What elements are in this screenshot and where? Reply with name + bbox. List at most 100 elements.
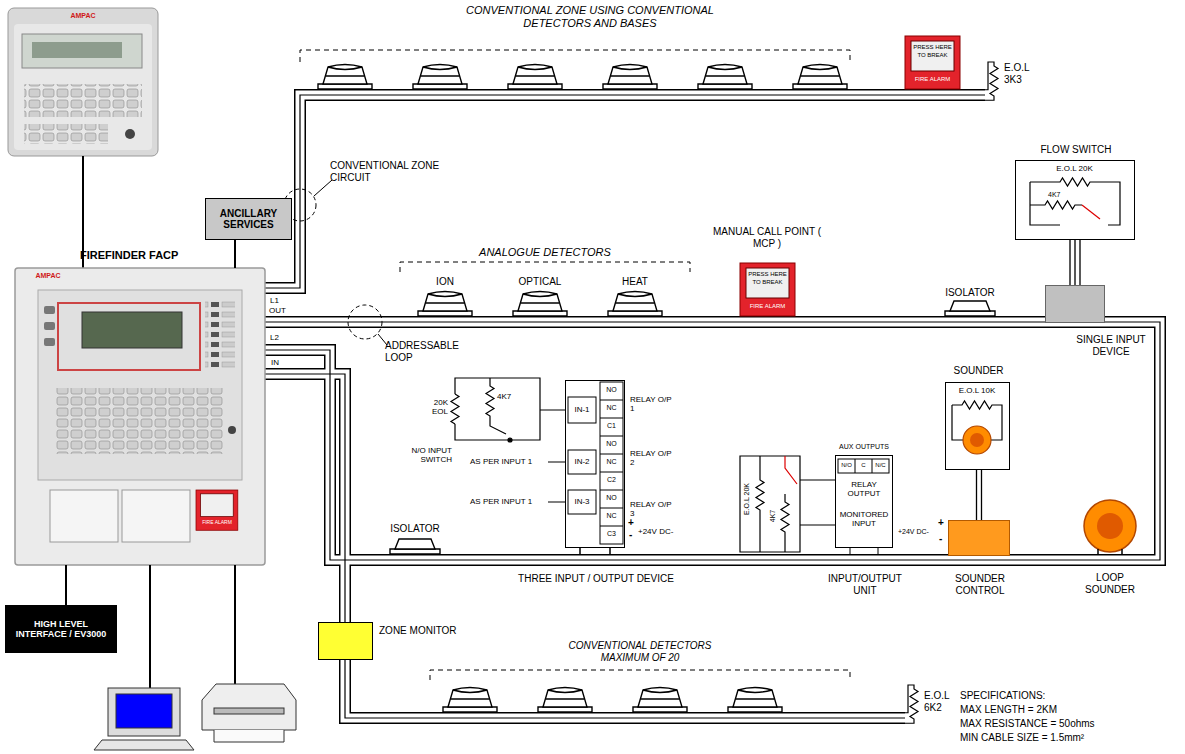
input-circuit — [451, 378, 568, 502]
detectors — [318, 65, 995, 713]
node-text: FIREFINDER FACP — [80, 249, 220, 262]
connector-wire — [1070, 240, 1080, 285]
diagram-label: N/C — [872, 462, 889, 469]
diagram-label: TO BREAK — [905, 52, 960, 59]
printer — [202, 684, 296, 742]
diagram-label: LOOP SOUNDER — [1070, 572, 1150, 595]
zone-monitor: ZONE MONITOR — [318, 622, 373, 660]
diagram-label: 20K EOL — [418, 398, 448, 416]
diagram-label: ISOLATOR — [940, 287, 1000, 299]
brackets-leaders — [284, 50, 850, 680]
diagram-label: E.O.L 3K3 — [1004, 62, 1034, 85]
diagram-label: FIRE ALARM — [740, 303, 795, 310]
connector-wire — [65, 565, 67, 605]
diagram-label: OUT — [269, 306, 286, 315]
diagram-label: NO — [600, 494, 623, 502]
diagram-label: RELAY O/P 3 — [630, 500, 672, 518]
remote-display — [8, 8, 158, 268]
flow-switch-circuit — [1030, 178, 1120, 225]
node-text: INPUT/OUTPUT UNIT — [820, 573, 910, 596]
diagram-label: ION — [415, 276, 475, 288]
diagram-label: E.O.L 6K2 — [924, 690, 952, 713]
diagram-label: - — [939, 533, 942, 545]
diagram-label: E.O.L 20K — [743, 474, 751, 524]
diagram-label: + — [938, 517, 944, 529]
connector-wire — [234, 240, 236, 268]
diagram-label: PRESS HERE — [740, 271, 795, 278]
diagram-label: C1 — [600, 422, 623, 430]
io-unit — [835, 455, 893, 554]
diagram-label: - — [629, 529, 632, 541]
diagram-label: 4K7 — [769, 501, 777, 531]
loop-sounder — [1084, 500, 1136, 554]
sounder-control: SOUNDER CONTROL — [948, 520, 1010, 556]
node-text: SOUNDER CONTROL — [940, 573, 1020, 596]
diagram-label: IN-2 — [568, 457, 596, 466]
diagram-label: RELAY O/P 1 — [630, 395, 672, 413]
diagram-label: MAX RESISTANCE = 50ohms — [960, 718, 1095, 730]
diagram-label: RELAY OUTPUT — [835, 480, 893, 498]
diagram-label: NO — [600, 440, 623, 448]
diagram-label: MIN CABLE SIZE = 1.5mm² — [960, 732, 1084, 744]
diagram-label: NC — [600, 458, 623, 466]
node-text: ZONE MONITOR — [379, 625, 457, 637]
node-text: SINGLE INPUT DEVICE — [1071, 334, 1151, 357]
flow-switch: FLOW SWITCHE.O.L 20K4K7 — [1015, 160, 1135, 240]
node-text: THREE INPUT / OUTPUT DEVICE — [496, 573, 696, 585]
diagram-label: + — [628, 517, 634, 529]
diagram-label: 4K7 — [497, 392, 511, 401]
diagram-label: AS PER INPUT 1 — [470, 497, 532, 506]
three-io-device — [565, 380, 625, 554]
diagram-label: C — [855, 462, 872, 469]
diagram-label: C3 — [600, 530, 623, 538]
io-unit: INPUT/OUTPUT UNIT — [835, 455, 893, 548]
diagram-label: AMPAC — [63, 12, 103, 20]
computer — [94, 688, 194, 750]
diagram-label: CONVENTIONAL ZONE USING CONVENTIONAL DET… — [440, 4, 740, 29]
cable-wires — [265, 95, 1160, 718]
diagram-label: L2 — [270, 333, 279, 342]
diagram-label: SPECIFICATIONS: — [960, 690, 1045, 702]
node-text: ANCILLARY SERVICES — [206, 208, 291, 231]
input-device: SINGLE INPUT DEVICE — [1045, 285, 1105, 323]
call-points — [740, 36, 960, 316]
node-text: FLOW SWITCH — [1016, 144, 1136, 156]
diagram-label: RELAY O/P 2 — [630, 449, 672, 467]
diagram-label: NC — [600, 512, 623, 520]
monitored-input-circuit — [740, 456, 835, 552]
diagram-label: ANALOGUE DETECTORS — [445, 246, 645, 259]
diagram-label: AUX OUTPUTS — [825, 443, 903, 451]
diagram-label: HEAT — [605, 276, 665, 288]
diagram-label: ADDRESSABLE LOOP — [385, 340, 465, 363]
diagram-label: IN-1 — [568, 405, 596, 414]
diagram-label: NC — [600, 404, 623, 412]
node-text: E.O.L 20K — [1016, 164, 1133, 173]
diagram-label: IN-3 — [568, 497, 596, 506]
diagram-label: ISOLATOR — [385, 523, 445, 535]
diagram-label: +24V DC- — [898, 528, 929, 536]
interface-box: HIGH LEVEL INTERFACE / EV3000 — [5, 605, 117, 653]
node-text: HIGH LEVEL INTERFACE / EV3000 — [6, 619, 116, 640]
diagram-label: CONVENTIONAL ZONE CIRCUIT — [330, 160, 448, 183]
diagram-label: +24V DC- — [638, 527, 673, 536]
diagram-label: MANUAL CALL POINT ( MCP ) — [707, 226, 827, 249]
diagram-label: AS PER INPUT 1 — [470, 457, 532, 466]
diagram-label: TO BREAK — [740, 279, 795, 286]
diagram-label: L1 — [270, 296, 279, 305]
connector-wire — [977, 470, 982, 520]
diagram-label: IN — [271, 358, 279, 367]
node-text: E.O.L 10K — [946, 386, 1008, 395]
diagram-label: C2 — [600, 476, 623, 484]
sounder-box: SOUNDERE.O.L 10K — [945, 382, 1010, 470]
diagram-label: AMPAC — [28, 272, 68, 280]
node-text: SOUNDER — [946, 365, 1011, 377]
node-text: 4K7 — [1048, 191, 1060, 199]
diagram-label: CONVENTIONAL DETECTORS MAXIMUM OF 20 — [560, 640, 720, 663]
diagram-label: N/O — [838, 462, 855, 469]
ancillary-box: ANCILLARY SERVICES — [205, 198, 292, 240]
diagram-label: N/O INPUT SWITCH — [388, 446, 452, 464]
diagram-label: OPTICAL — [510, 276, 570, 288]
diagram-label: MAX LENGTH = 2KM — [960, 704, 1057, 716]
diagram-label: FIRE ALARM — [905, 76, 960, 83]
